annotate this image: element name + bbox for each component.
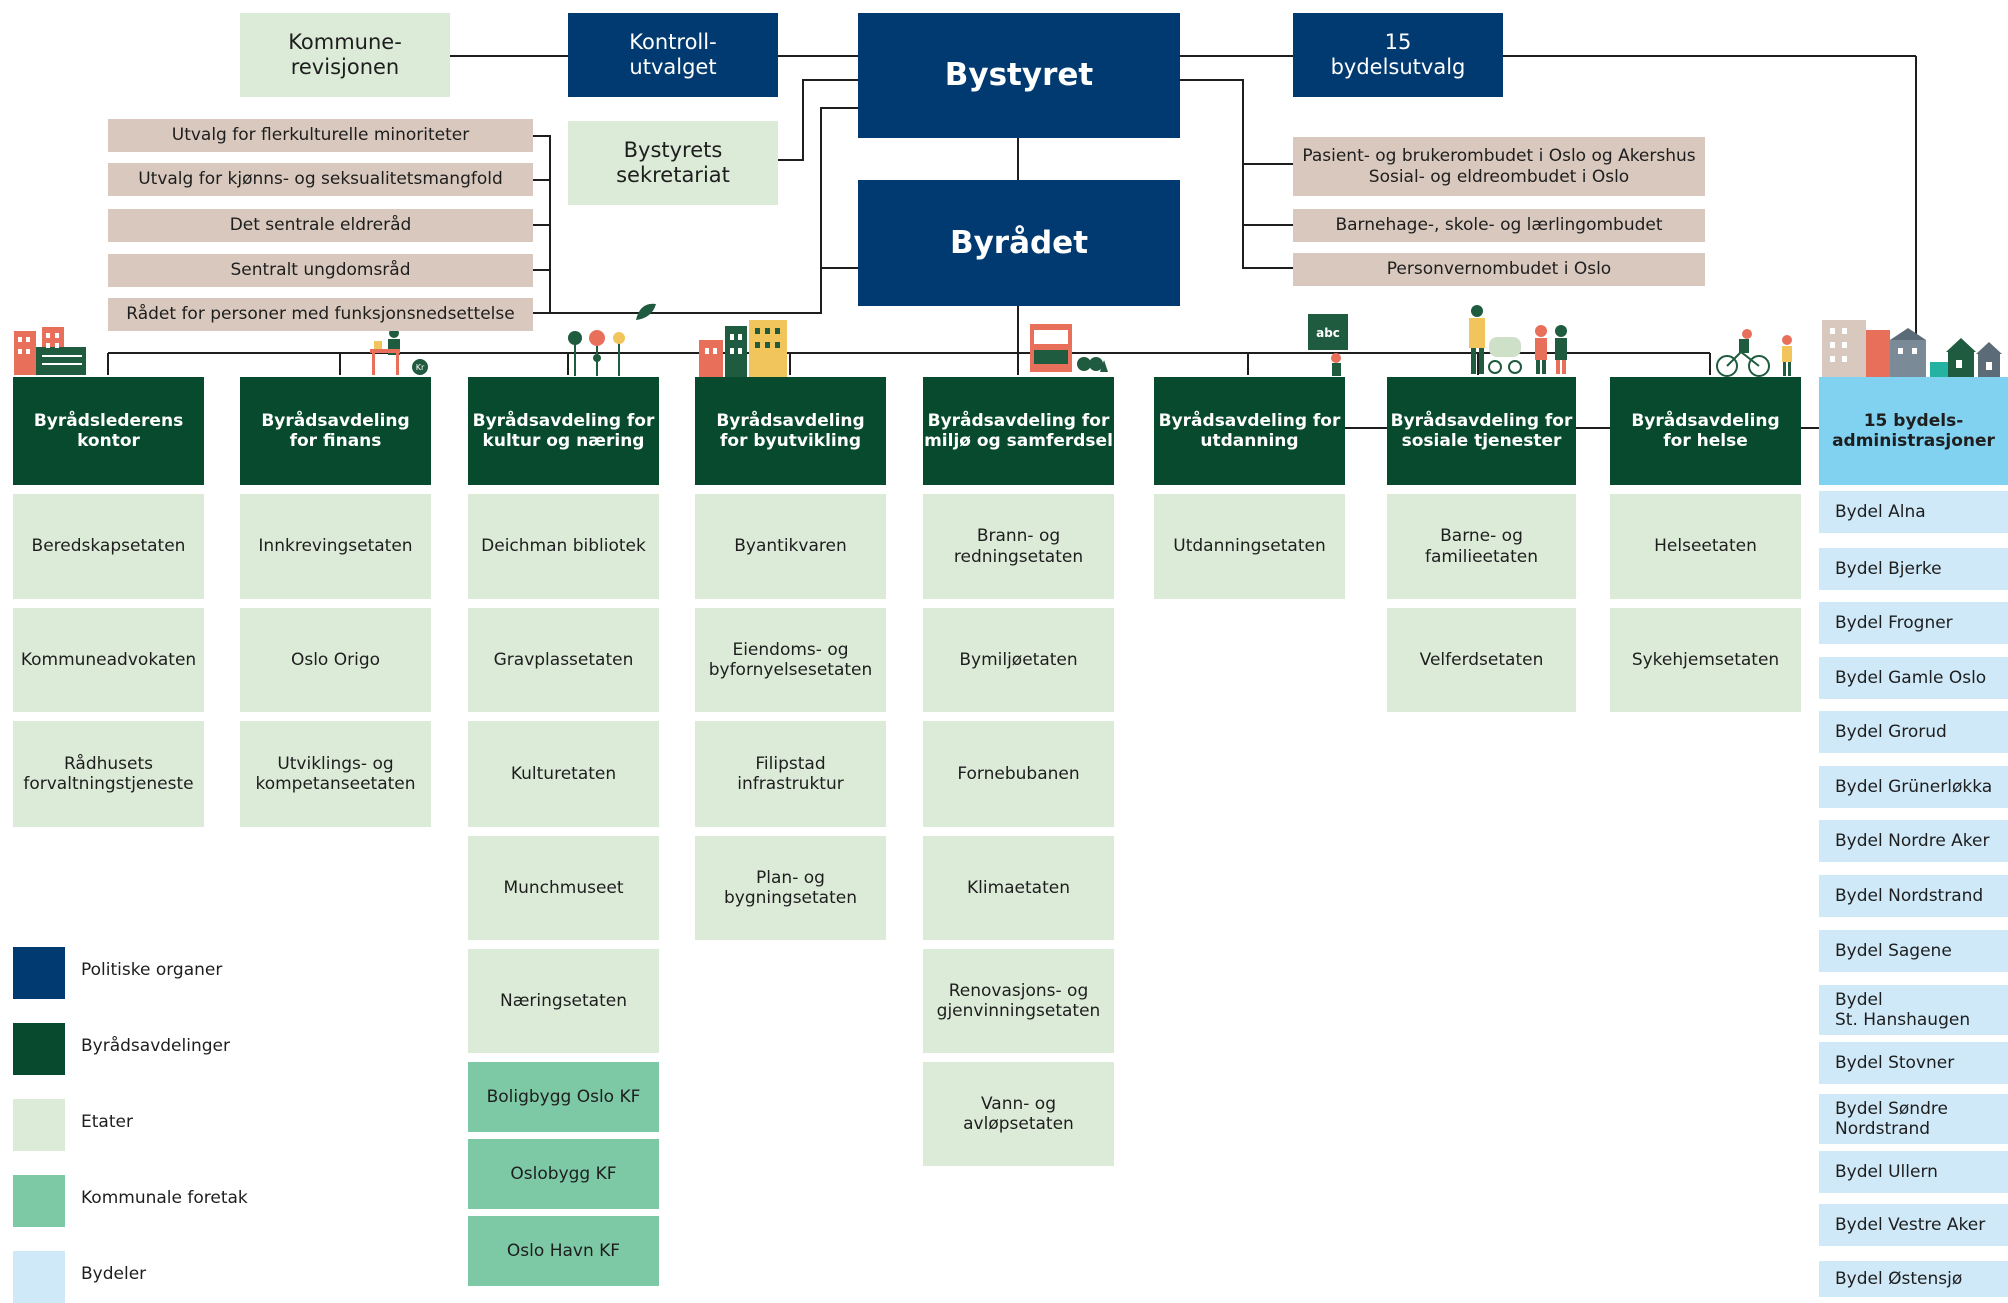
bystyret-box: Bystyret [858, 13, 1180, 138]
bydel-item: Bydel Ullern [1819, 1151, 2008, 1193]
etat-box: Oslo Origo [240, 608, 431, 712]
ombud-item: Barnehage-, skole- og lærlingombudet [1293, 209, 1705, 242]
foretak-box: Boligbygg Oslo KF [468, 1062, 659, 1132]
kommunerevisjonen-box: Kommune- revisjonen [240, 13, 450, 97]
kontrollutvalget-box: Kontroll- utvalget [568, 13, 778, 97]
etat-box: Utviklings- og kompetanseetaten [240, 721, 431, 827]
rad-item: Det sentrale eldreråd [108, 209, 533, 242]
etat-box: Kulturetaten [468, 721, 659, 827]
person-at-desk-illustration: Kr [370, 328, 428, 375]
bydel-item: Bydel Frogner [1819, 602, 2008, 644]
bydel-item: Bydel Stovner [1819, 1042, 2008, 1084]
bydel-item: Bydel Bjerke [1819, 548, 2008, 590]
etat-box: Filipstad infrastruktur [695, 721, 886, 827]
etat-box: Gravplassetaten [468, 608, 659, 712]
bydel-item: Bydel Vestre Aker [1819, 1204, 2008, 1246]
bydel-item: Bydel Nordstrand [1819, 875, 2008, 917]
bydel-item: Bydel Søndre Nordstrand [1819, 1094, 2008, 1144]
etat-box: Bymiljøetaten [923, 608, 1114, 712]
legend-swatch-etater [13, 1099, 65, 1151]
etat-box: Vann- og avløpsetaten [923, 1062, 1114, 1166]
etat-box: Eiendoms- og byfornyelsesetaten [695, 608, 886, 712]
bystyrets-sekretariat-box: Bystyrets sekretariat [568, 121, 778, 205]
legend-swatch-bydeler [13, 1251, 65, 1303]
legend-swatch-politiske [13, 947, 65, 999]
city-hall-illustration [14, 327, 86, 375]
department-box: Byrådsavdeling for sosiale tjenester [1387, 377, 1576, 485]
bydel-item: Bydel Grünerløkka [1819, 766, 2008, 808]
etat-box: Kommuneadvokaten [13, 608, 204, 712]
etat-box: Helseetaten [1610, 494, 1801, 599]
abc-sign-label: abc [1316, 326, 1340, 340]
foretak-box: Oslo Havn KF [468, 1216, 659, 1286]
family-illustration [1469, 305, 1567, 374]
etat-box: Byantikvaren [695, 494, 886, 599]
bydel-item: Bydel Sagene [1819, 930, 2008, 972]
foretak-box: Oslobygg KF [468, 1139, 659, 1209]
buildings-illustration [699, 320, 787, 377]
legend-label: Bydeler [81, 1264, 147, 1284]
etat-box: Innkrevingsetaten [240, 494, 431, 599]
abc-sign-illustration: abc [1308, 314, 1348, 376]
legend-swatch-foretak [13, 1175, 65, 1227]
legend-label: Kommunale foretak [81, 1188, 248, 1208]
department-box: Byrådsavdeling for miljø og samferdsel [923, 377, 1114, 485]
tram-illustration [1030, 324, 1108, 372]
etat-box: Fornebubanen [923, 721, 1114, 827]
etat-box: Renovasjons- og gjenvinningsetaten [923, 949, 1114, 1053]
bydel-item: Bydel Alna [1819, 491, 2008, 533]
kr-coin-label: Kr [416, 363, 425, 372]
bydel-item: Bydel Østensjø [1819, 1261, 2008, 1297]
neighborhood-illustration [1822, 320, 2002, 378]
flowers-illustration [568, 330, 625, 376]
etat-box: Deichman bibliotek [468, 494, 659, 599]
legend-swatch-byradsavdelinger [13, 1023, 65, 1075]
department-box: Byrådsavdeling for kultur og næring [468, 377, 659, 485]
etat-box: Velferdsetaten [1387, 608, 1576, 712]
rad-item: Utvalg for kjønns- og seksualitetsmangfo… [108, 163, 533, 196]
department-box: Byrådslederens kontor [13, 377, 204, 485]
department-box: Byrådsavdeling for finans [240, 377, 431, 485]
etat-box: Rådhusets forvaltningstjeneste [13, 721, 204, 827]
department-box: Byrådsavdeling for helse [1610, 377, 1801, 485]
bydel-item: Bydel Grorud [1819, 711, 2008, 753]
ombud-item: Pasient- og brukerombudet i Oslo og Aker… [1293, 137, 1705, 196]
legend-label: Etater [81, 1112, 133, 1132]
rad-item: Sentralt ungdomsråd [108, 254, 533, 287]
bydel-item: Bydel St. Hanshaugen [1819, 985, 2008, 1035]
etat-box: Klimaetaten [923, 836, 1114, 940]
byradet-box: Byrådet [858, 180, 1180, 306]
rad-item: Rådet for personer med funksjonsnedsette… [108, 298, 533, 331]
bydel-item: Bydel Nordre Aker [1819, 820, 2008, 862]
bydel-item: Bydel Gamle Oslo [1819, 657, 2008, 699]
cyclist-illustration [1716, 329, 1792, 377]
etat-box: Plan- og bygningsetaten [695, 836, 886, 940]
etat-box: Brann- og redningsetaten [923, 494, 1114, 599]
etat-box: Sykehjemsetaten [1610, 608, 1801, 712]
ombud-item: Personvernombudet i Oslo [1293, 253, 1705, 286]
bydelsutvalg-box: 15 bydelsutvalg [1293, 13, 1503, 97]
legend-label: Politiske organer [81, 960, 223, 980]
rad-item: Utvalg for flerkulturelle minoriteter [108, 119, 533, 152]
bydels-administrasjoner-header: 15 bydels- administrasjoner [1819, 377, 2008, 485]
etat-box: Næringsetaten [468, 949, 659, 1053]
legend-label: Byrådsavdelinger [81, 1036, 230, 1056]
department-box: Byrådsavdeling for byutvikling [695, 377, 886, 485]
etat-box: Barne- og familieetaten [1387, 494, 1576, 599]
department-box: Byrådsavdeling for utdanning [1154, 377, 1345, 485]
etat-box: Utdanningsetaten [1154, 494, 1345, 599]
etat-box: Beredskapsetaten [13, 494, 204, 599]
etat-box: Munchmuseet [468, 836, 659, 940]
leaf-illustration [636, 303, 656, 320]
